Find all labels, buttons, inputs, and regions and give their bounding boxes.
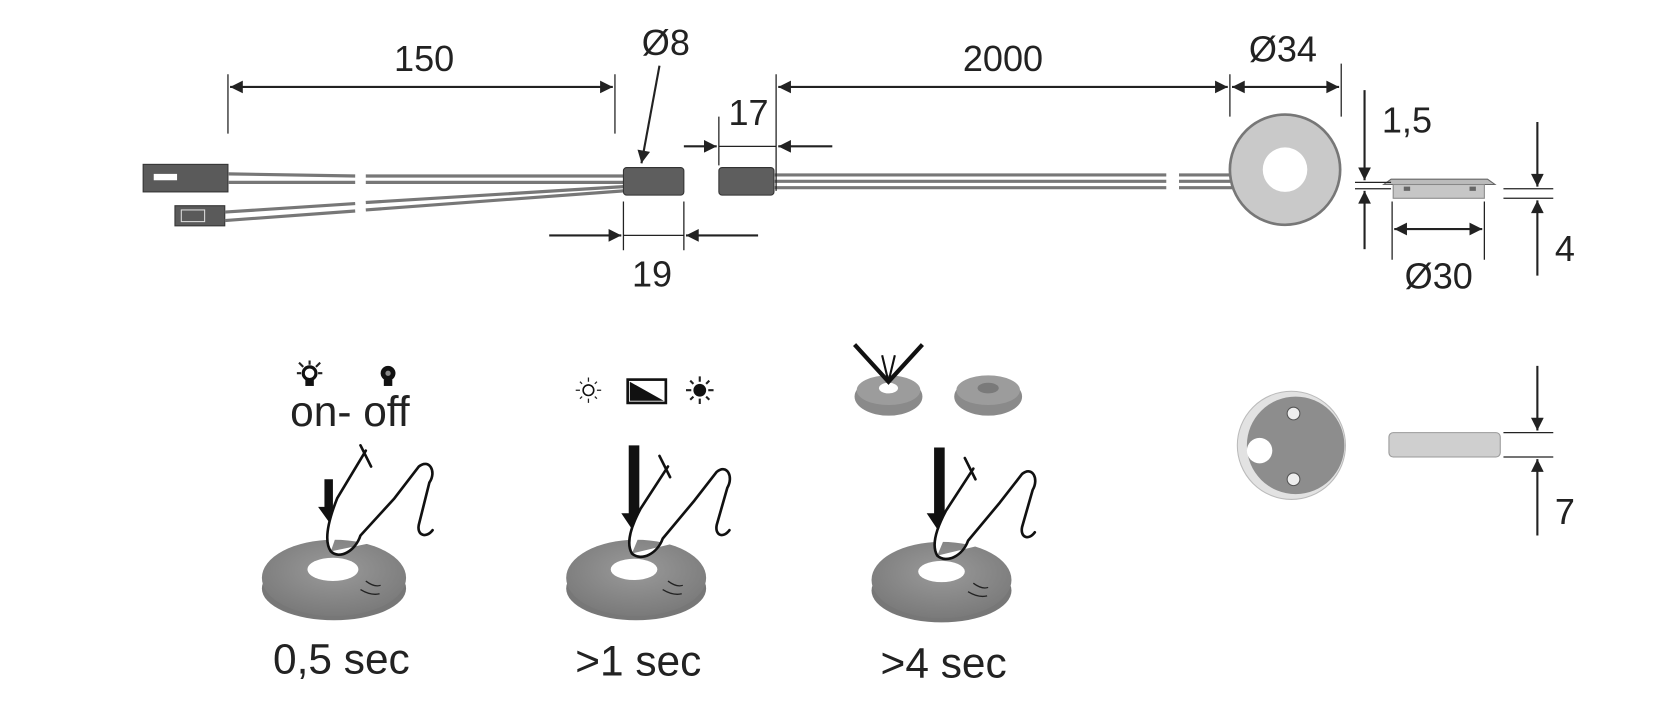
dimension-7: 7 — [1503, 365, 1575, 536]
touch-disc-back — [1236, 390, 1501, 500]
bulb-off-icon — [380, 365, 396, 386]
finger-icon — [325, 444, 434, 557]
finger-icon — [933, 456, 1037, 561]
dimming-icon — [575, 376, 714, 405]
on-off-label: on- off — [290, 388, 410, 435]
finger-icon — [628, 454, 732, 559]
dimension-17: 17 — [683, 92, 833, 166]
touch-button — [261, 539, 407, 621]
caption-4-sec: >4 sec — [881, 640, 1007, 687]
dimension-diameter-30: Ø30 — [1391, 201, 1485, 296]
function-memory: >4 sec — [853, 343, 1037, 687]
dimension-diameter-34: Ø34 — [1232, 28, 1342, 117]
connector-female — [174, 205, 226, 227]
dimension-1-5: 1,5 — [1355, 90, 1432, 250]
press-arrow-icon — [621, 445, 647, 533]
dimension-150: 150 — [227, 38, 616, 134]
touch-button — [566, 539, 707, 621]
dimension-19-label: 19 — [632, 253, 672, 294]
touch-button — [871, 541, 1012, 623]
function-dimming: >1 sec — [566, 376, 732, 684]
dimension-17-label: 17 — [728, 92, 768, 133]
memory-touch-icon — [853, 343, 1023, 416]
dimension-8-label: Ø8 — [642, 22, 690, 63]
dimension-1-5-label: 1,5 — [1382, 100, 1432, 141]
dimension-2000: 2000 — [775, 38, 1231, 191]
cable-assembly — [142, 113, 1497, 227]
dimension-4: 4 — [1503, 121, 1575, 276]
sleeve — [622, 167, 685, 196]
bulb-on-icon — [296, 360, 323, 386]
sleeve-end — [718, 167, 775, 196]
dimension-4-label: 4 — [1555, 228, 1575, 269]
dimension-30-label: Ø30 — [1405, 255, 1473, 296]
dimension-7-label: 7 — [1555, 491, 1575, 532]
function-on-off: on- off 0,5 sec — [261, 360, 434, 682]
dimension-diameter-8: Ø8 — [637, 22, 690, 164]
caption-0-5-sec: 0,5 sec — [273, 635, 410, 682]
touch-disc-side — [1381, 178, 1497, 186]
dimension-19: 19 — [549, 201, 759, 294]
caption-1-sec: >1 sec — [575, 637, 701, 684]
press-arrow-icon — [926, 447, 953, 533]
dimension-2000-label: 2000 — [963, 38, 1043, 79]
dimension-150-label: 150 — [394, 38, 454, 79]
dimension-34-label: Ø34 — [1249, 28, 1317, 69]
